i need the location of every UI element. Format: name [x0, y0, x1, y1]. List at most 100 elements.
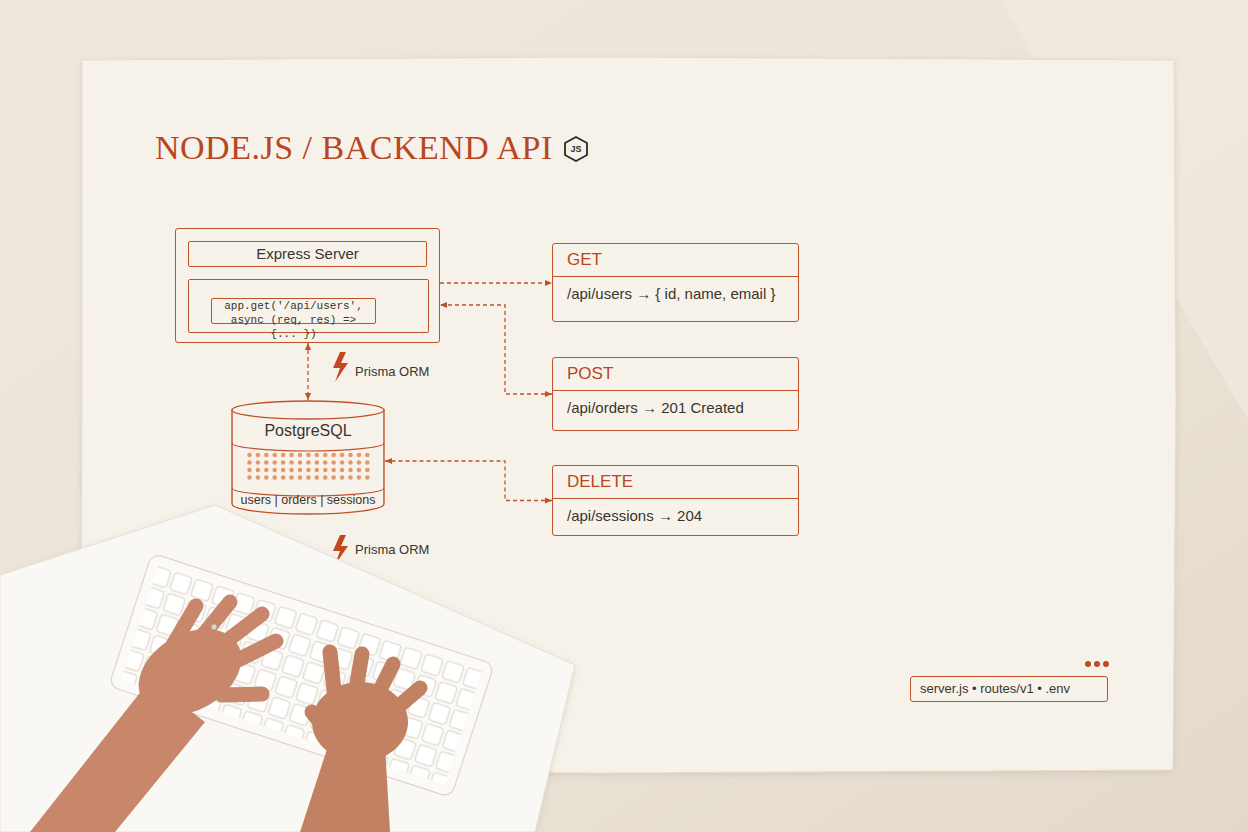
data-dot: [289, 475, 294, 479]
menu-dot: [1085, 661, 1091, 667]
page-title: NODE.JS / BACKEND API: [155, 128, 553, 168]
data-dot: [264, 453, 269, 457]
data-dot: [281, 453, 286, 457]
data-dot: [272, 453, 277, 457]
data-dot: [247, 475, 252, 479]
endpoint-box: POST/api/orders → 201 Created: [552, 357, 799, 431]
data-dot: [281, 468, 286, 472]
http-method: POST: [553, 358, 798, 391]
menu-dot: [1103, 661, 1109, 667]
data-dot: [256, 453, 261, 457]
data-dot: [331, 460, 336, 464]
data-dot: [357, 475, 362, 479]
data-dot: [306, 475, 311, 479]
fingers: [170, 602, 276, 695]
left-hand: [30, 602, 276, 832]
dashed-connector: [307, 343, 308, 400]
data-dot: [298, 475, 303, 479]
dashed-connector: [440, 305, 552, 394]
data-dot: [357, 468, 362, 472]
data-dot: [331, 468, 336, 472]
data-dot: [340, 475, 345, 479]
data-dot: [323, 475, 328, 479]
data-dot: [256, 475, 261, 479]
data-dot: [256, 468, 261, 472]
data-dot: [264, 468, 269, 472]
data-dot: [298, 460, 303, 464]
data-dot: [306, 453, 311, 457]
server-box: Express Server app.get('/api/users', asyn…: [175, 228, 440, 343]
data-dot: [289, 453, 294, 457]
data-dot: [323, 453, 328, 457]
data-dot: [315, 460, 320, 464]
ring: [211, 624, 217, 630]
data-dot: [298, 453, 303, 457]
endpoint-box: GET/api/users → { id, name, email }: [552, 243, 799, 322]
data-dot: [323, 460, 328, 464]
database-name: PostgreSQL: [231, 422, 385, 440]
data-dot: [264, 475, 269, 479]
data-dot: [247, 460, 252, 464]
dashed-connector: [440, 282, 552, 283]
http-method: DELETE: [553, 466, 798, 499]
data-dot: [340, 453, 345, 457]
data-dot: [289, 460, 294, 464]
data-dot: [315, 453, 320, 457]
data-dot: [272, 468, 277, 472]
data-dot: [272, 475, 277, 479]
data-dot: [357, 453, 362, 457]
endpoint-text: /api/users → { id, name, email }: [553, 277, 798, 311]
data-dot: [357, 460, 362, 464]
database-cylinder: PostgreSQL users | orders | sessions: [231, 400, 385, 515]
orm-label: Prisma ORM: [355, 541, 429, 559]
menu-dot: [1094, 661, 1100, 667]
endpoint-text: /api/orders → 201 Created: [553, 391, 798, 425]
endpoint-text: /api/sessions → 204: [553, 499, 798, 533]
server-heading: Express Server: [188, 241, 427, 267]
data-dot: [365, 460, 370, 464]
data-dot: [348, 453, 353, 457]
data-dot: [247, 468, 252, 472]
data-dot: [348, 475, 353, 479]
table-list: users | orders | sessions: [231, 493, 385, 508]
file-list: server.js • routes/v1 • .env: [911, 677, 1107, 700]
data-dot: [306, 468, 311, 472]
data-dot: [298, 468, 303, 472]
http-method: GET: [553, 244, 798, 277]
data-dot: [365, 475, 370, 479]
orm-label: Prisma ORM: [355, 363, 429, 381]
data-dot: [348, 460, 353, 464]
data-dot: [323, 468, 328, 472]
fingers: [312, 652, 420, 735]
cylinder-top: [232, 401, 384, 419]
data-dot: [365, 453, 370, 457]
data-dot: [315, 468, 320, 472]
code-box: app.get('/api/users', async (req, res) =…: [188, 279, 429, 333]
data-dot: [247, 453, 252, 457]
data-dot: [281, 460, 286, 464]
data-dot: [315, 475, 320, 479]
paper-pad: [0, 505, 575, 832]
band-line: [232, 443, 384, 451]
icon-label: JS: [563, 136, 589, 162]
data-dot: [289, 468, 294, 472]
data-dot: [272, 460, 277, 464]
data-dot: [331, 453, 336, 457]
data-dot: [348, 468, 353, 472]
data-dot: [365, 468, 370, 472]
data-dot: [306, 460, 311, 464]
lightning-icon: [333, 352, 348, 382]
dashed-connector: [385, 461, 552, 501]
data-dot: [331, 475, 336, 479]
endpoint-box: DELETE/api/sessions → 204: [552, 465, 799, 536]
right-hand: [300, 652, 420, 832]
data-dot: [256, 460, 261, 464]
data-dot: [264, 460, 269, 464]
data-dot: [340, 460, 345, 464]
code-snippet: app.get('/api/users', async (req, res) =…: [211, 298, 376, 324]
file-box: server.js • routes/v1 • .env: [910, 676, 1108, 702]
data-dot: [281, 475, 286, 479]
